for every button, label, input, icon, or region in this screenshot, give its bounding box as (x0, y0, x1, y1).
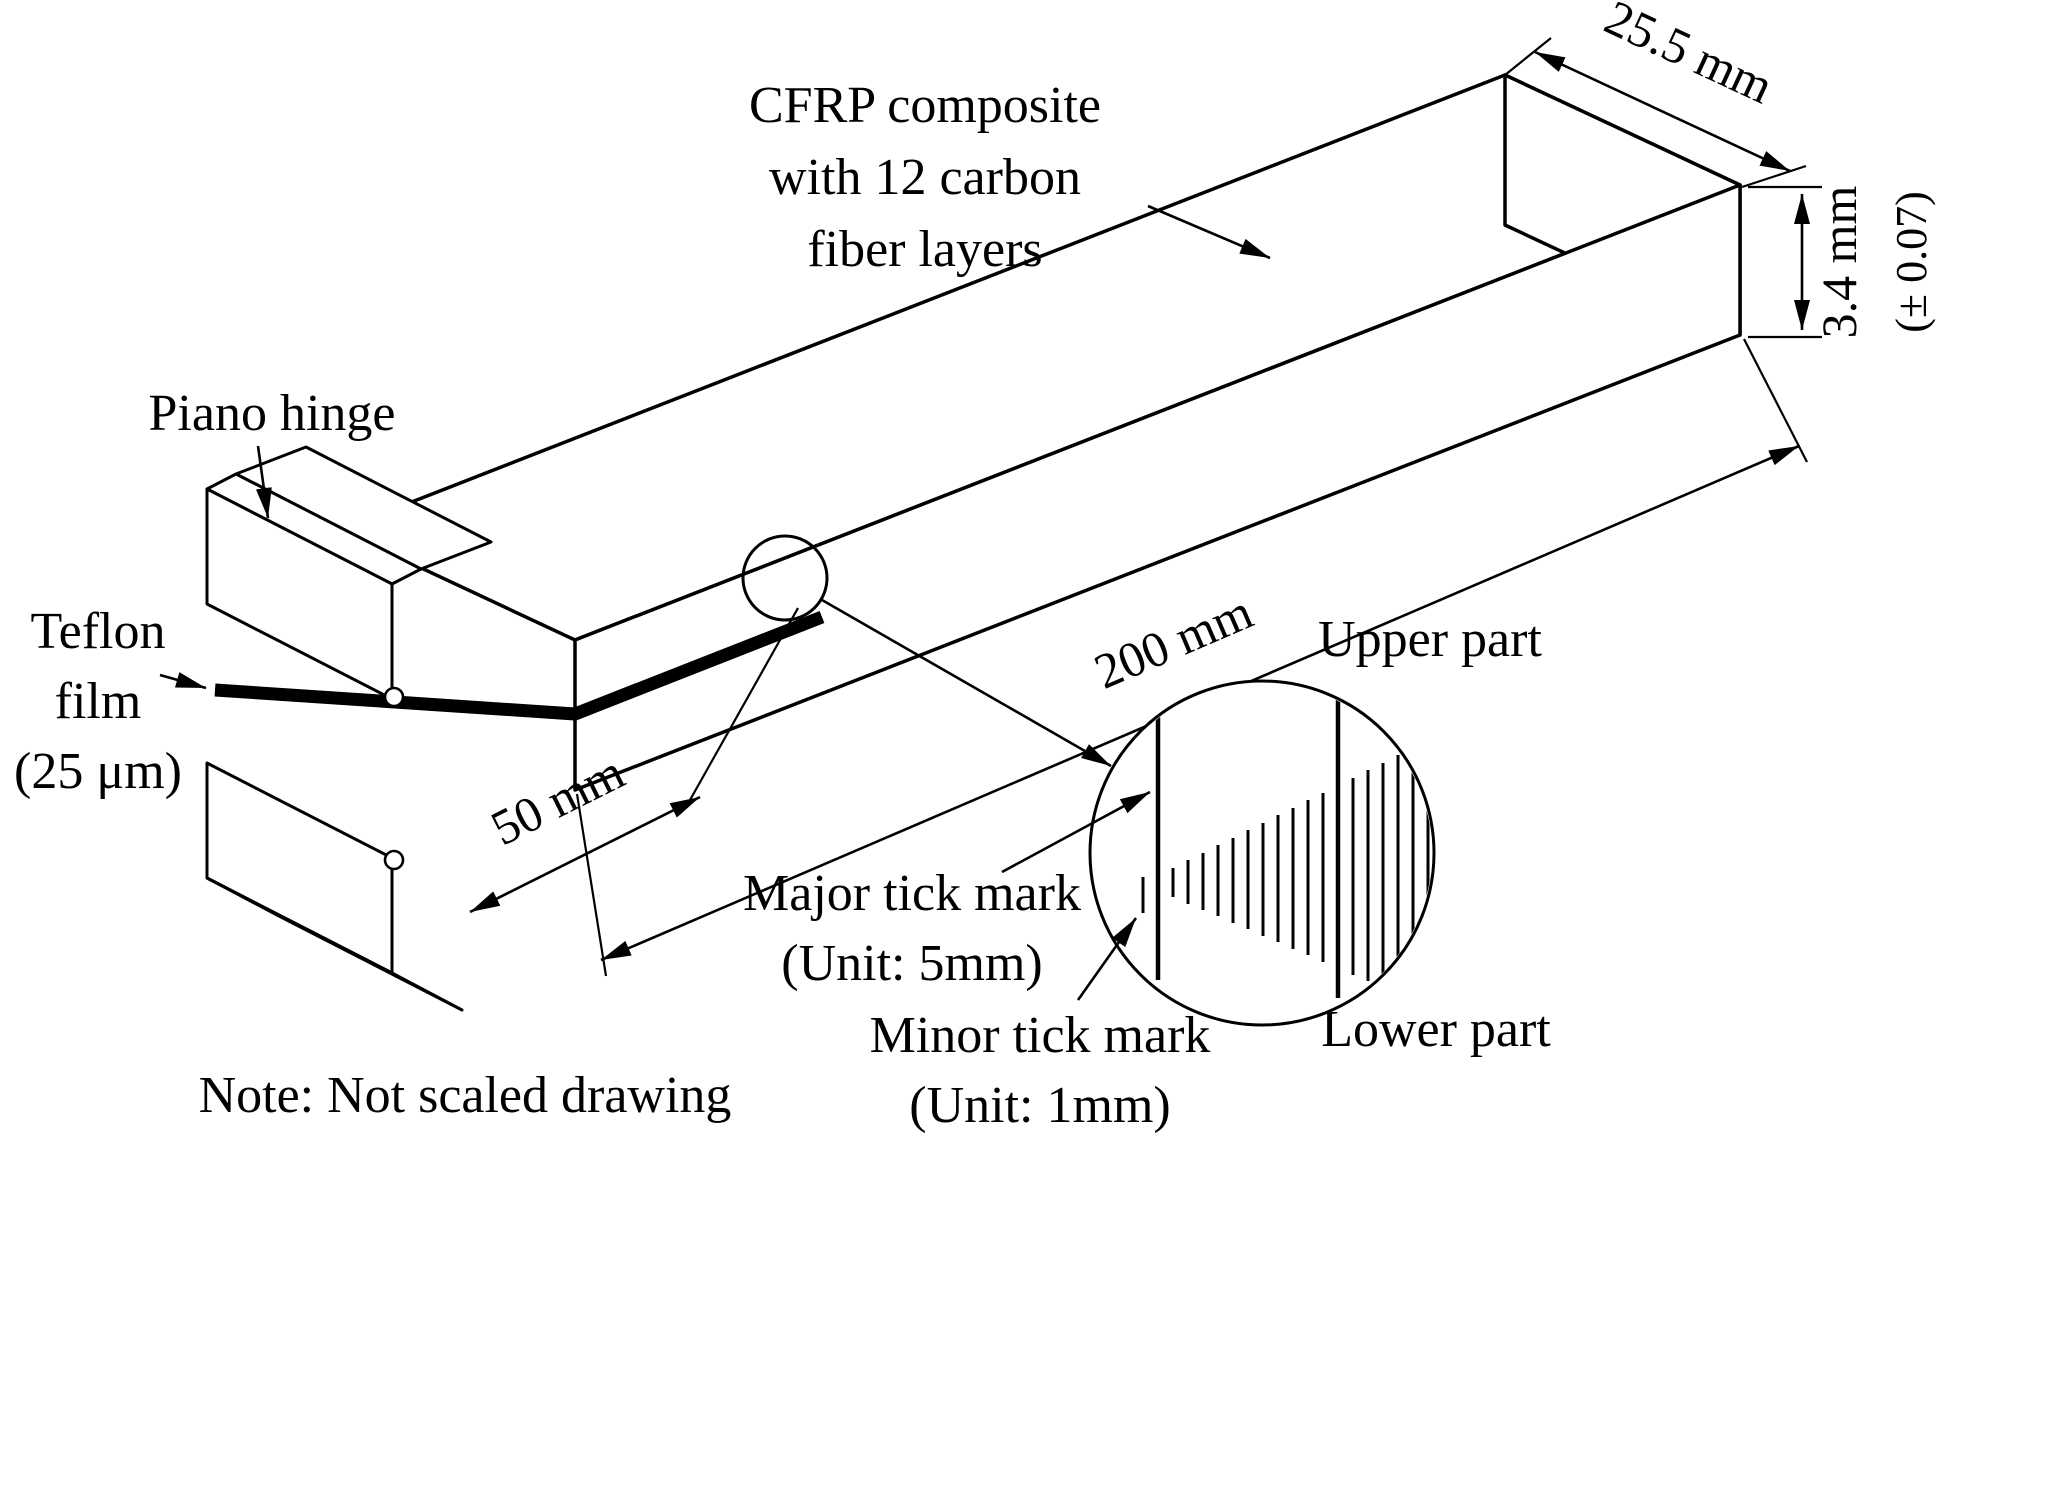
insert-length-dimension-line (469, 795, 701, 914)
lower-piano-hinge (205, 761, 464, 1012)
lower-hinge-pin (383, 849, 405, 871)
cfrp-label-line2: with 12 carbon (769, 149, 1081, 206)
width-extension-line-1 (1504, 37, 1552, 76)
teflon-label-line3: (25 μm) (14, 743, 182, 800)
length-extension-line-1 (575, 793, 608, 977)
major-tick-label-line2: (Unit: 5mm) (781, 935, 1042, 992)
insert-length-dimension-label: 50 mm (482, 743, 633, 856)
teflon-leader-arrow (159, 672, 207, 690)
teflon-label-line1: Teflon (31, 603, 166, 660)
major-tick-marks (1155, 694, 1341, 998)
width-dimension-label: 25.5 mm (1597, 0, 1782, 114)
tick-marks-group (1141, 694, 1430, 1007)
minor-tick-label-line2: (Unit: 1mm) (909, 1077, 1170, 1134)
lower-hinge-plate (205, 761, 394, 975)
thickness-tolerance-label: (± 0.07) (1887, 191, 1936, 332)
upper-hinge-pin (383, 686, 405, 708)
teflon-label-line2: film (55, 673, 142, 730)
cfrp-leader-arrow (1147, 204, 1271, 260)
detail-leader-arrow (821, 598, 1112, 768)
minor-tick-leader-arrow (1076, 917, 1138, 1001)
minor-tick-label-line1: Minor tick mark (870, 1007, 1211, 1064)
detail-view (1001, 679, 1436, 1027)
minor-tick-marks (1141, 740, 1430, 1007)
lower-hinge-leaf (205, 876, 464, 1012)
length-extension-line-2 (1743, 338, 1808, 463)
cfrp-label-line1: CFRP composite (749, 77, 1101, 134)
thickness-dimension: 3.4 mm (± 0.07) (1748, 186, 1936, 339)
piano-hinge-label: Piano hinge (149, 385, 396, 442)
insert-extension-line (689, 607, 799, 801)
cfrp-label-line3: fiber layers (807, 221, 1042, 278)
width-extension-line-2 (1741, 164, 1807, 189)
lower-part-label: Lower part (1321, 1001, 1551, 1058)
thickness-dimension-label: 3.4 mm (1811, 186, 1867, 339)
upper-part-label: Upper part (1318, 611, 1542, 668)
width-dimension-line (1534, 50, 1791, 173)
major-tick-leader-arrow (1001, 790, 1151, 874)
major-tick-label-line1: Major tick mark (743, 865, 1081, 922)
note-label: Note: Not scaled drawing (199, 1067, 732, 1124)
piano-hinge-leader-arrow (255, 445, 272, 519)
